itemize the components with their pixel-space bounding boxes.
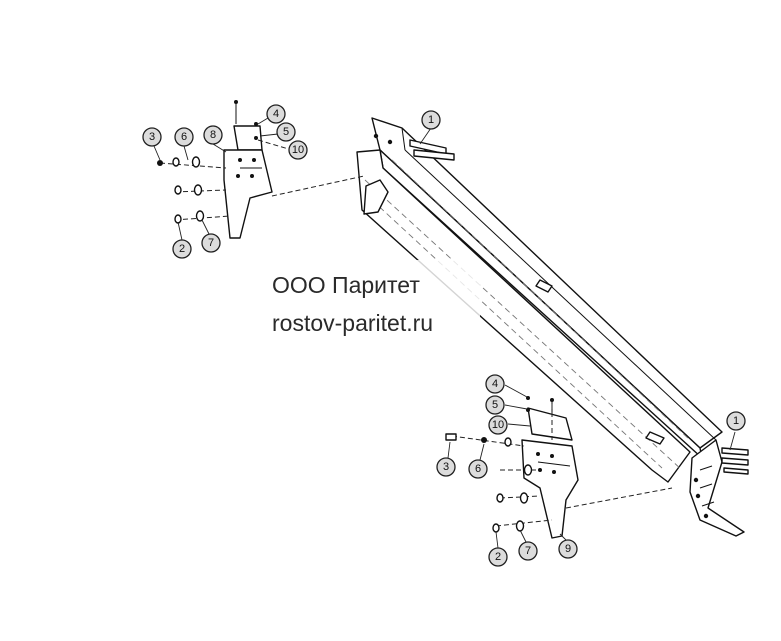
pin-set-lower xyxy=(721,431,749,475)
bracket-assembly-lower xyxy=(445,384,673,549)
pin-set-upper xyxy=(409,127,455,161)
svg-text:10: 10 xyxy=(292,144,304,156)
watermark-panel xyxy=(250,260,480,385)
bracket-assembly-upper xyxy=(153,100,365,241)
callout-6-upper: 6 xyxy=(174,127,194,147)
svg-text:2: 2 xyxy=(179,243,185,255)
svg-text:5: 5 xyxy=(283,126,289,138)
svg-text:8: 8 xyxy=(210,129,216,141)
svg-text:4: 4 xyxy=(273,108,279,120)
callout-7-lower: 7 xyxy=(518,541,538,561)
svg-text:6: 6 xyxy=(475,463,481,475)
callout-2-lower: 2 xyxy=(488,547,508,567)
callout-2-upper: 2 xyxy=(172,239,192,259)
svg-text:4: 4 xyxy=(492,378,498,390)
callout-4-lower: 4 xyxy=(485,374,505,394)
svg-text:5: 5 xyxy=(492,399,498,411)
svg-text:7: 7 xyxy=(525,545,531,557)
callout-8-upper: 8 xyxy=(203,125,223,145)
callout-10-lower: 10 xyxy=(488,415,508,435)
callout-9-lower: 9 xyxy=(558,539,578,559)
svg-text:3: 3 xyxy=(443,461,449,473)
watermark-website: rostov-paritet.ru xyxy=(272,310,434,336)
callout-1-upper: 1 xyxy=(421,110,441,130)
svg-text:2: 2 xyxy=(495,551,501,563)
svg-text:10: 10 xyxy=(492,419,504,431)
svg-text:6: 6 xyxy=(181,131,187,143)
callout-5-upper: 5 xyxy=(276,122,296,142)
watermark-company: ООО Паритет xyxy=(272,272,420,298)
svg-text:9: 9 xyxy=(565,543,571,555)
callout-10-upper: 10 xyxy=(288,140,308,160)
callout-7-upper: 7 xyxy=(201,233,221,253)
callout-4-upper: 4 xyxy=(266,104,286,124)
svg-text:1: 1 xyxy=(733,415,739,427)
callout-6-lower: 6 xyxy=(468,459,488,479)
callout-1-lower: 1 xyxy=(726,411,746,431)
callout-3-upper: 3 xyxy=(142,127,162,147)
callout-5-lower: 5 xyxy=(485,395,505,415)
svg-text:7: 7 xyxy=(208,237,214,249)
svg-text:3: 3 xyxy=(149,131,155,143)
callout-3-lower: 3 xyxy=(436,457,456,477)
main-beam xyxy=(356,117,745,537)
svg-text:1: 1 xyxy=(428,114,434,126)
